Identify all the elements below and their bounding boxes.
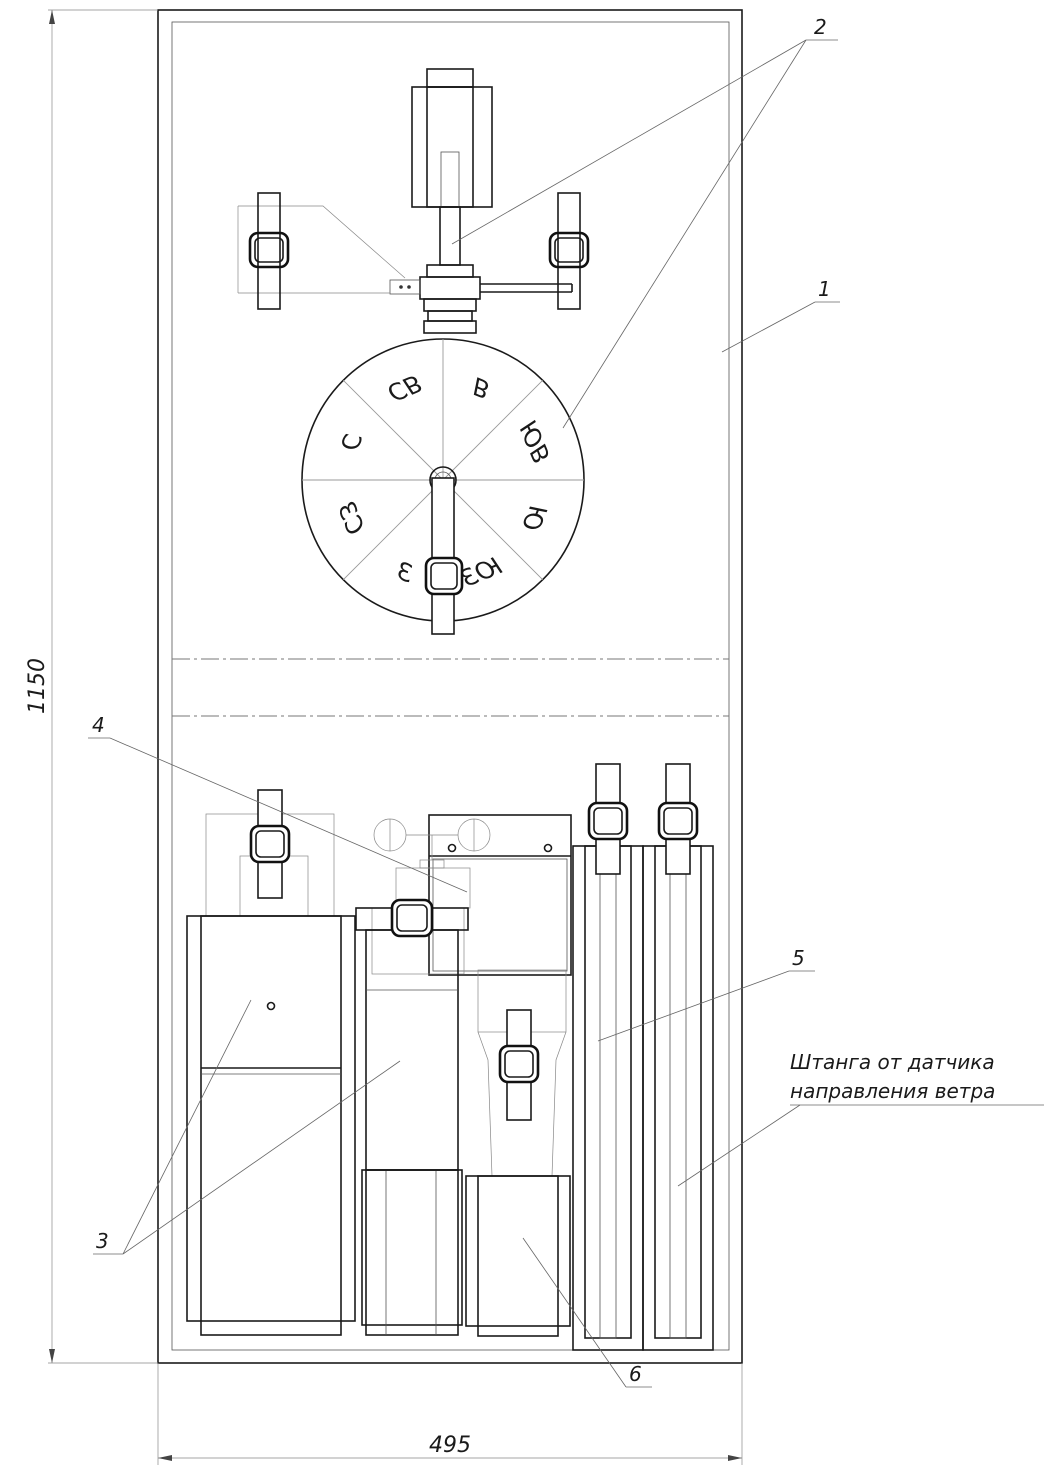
compass-label-se: ЮВ bbox=[514, 417, 556, 467]
note-line-2: направления ветра bbox=[790, 1079, 995, 1103]
callout-4: 4 bbox=[88, 713, 468, 893]
callout-3: 3 bbox=[93, 999, 401, 1255]
compass-label-e: В bbox=[468, 372, 494, 404]
compass-label-sw: ЮЗ bbox=[457, 552, 506, 594]
left-clamp bbox=[248, 192, 290, 310]
width-dimension-text: 495 bbox=[429, 1433, 471, 1458]
callout-4-label: 4 bbox=[92, 713, 105, 737]
callout-5: 5 bbox=[597, 946, 815, 1042]
unit-6-block bbox=[465, 969, 571, 1337]
note-callout: Штанга от датчика направления ветра bbox=[677, 1050, 1044, 1187]
compass-label-nw: СЗ bbox=[332, 498, 370, 538]
compass-spoke bbox=[442, 379, 544, 481]
compass-spoke bbox=[342, 379, 444, 481]
wind-vane-sensor bbox=[237, 68, 590, 334]
left-block bbox=[186, 789, 356, 1336]
callout-1: 1 bbox=[721, 277, 840, 353]
callout-2-label: 2 bbox=[814, 15, 827, 39]
compass-spoke bbox=[342, 479, 444, 581]
compass-label-w: З bbox=[392, 557, 417, 589]
callout-6: 6 bbox=[522, 1237, 652, 1388]
callout-3-label: 3 bbox=[96, 1229, 109, 1253]
right-clamp bbox=[548, 192, 590, 310]
anemometer-block bbox=[355, 818, 491, 1336]
callout-5-label: 5 bbox=[792, 946, 805, 970]
compass-label-ne: СВ bbox=[384, 368, 425, 407]
callout-1-label: 1 bbox=[818, 277, 831, 301]
width-dimension: 495 bbox=[157, 1363, 743, 1465]
compass-disc: С СВ В ЮВ Ю ЮЗ З СЗ bbox=[301, 338, 585, 635]
compass-label-n: С bbox=[334, 428, 366, 454]
cabinet-frame bbox=[157, 9, 743, 1364]
compass-label-s: Ю bbox=[518, 501, 554, 536]
callout-2: 2 bbox=[451, 15, 838, 429]
control-box bbox=[428, 814, 572, 976]
bar-left bbox=[572, 763, 644, 1351]
callout-6-label: 6 bbox=[629, 1362, 642, 1386]
height-dimension: 1150 bbox=[25, 9, 158, 1364]
bar-right bbox=[642, 763, 714, 1351]
height-dimension-text: 1150 bbox=[25, 658, 50, 714]
note-line-1: Штанга от датчика bbox=[790, 1050, 995, 1074]
compass-spoke bbox=[442, 479, 544, 581]
